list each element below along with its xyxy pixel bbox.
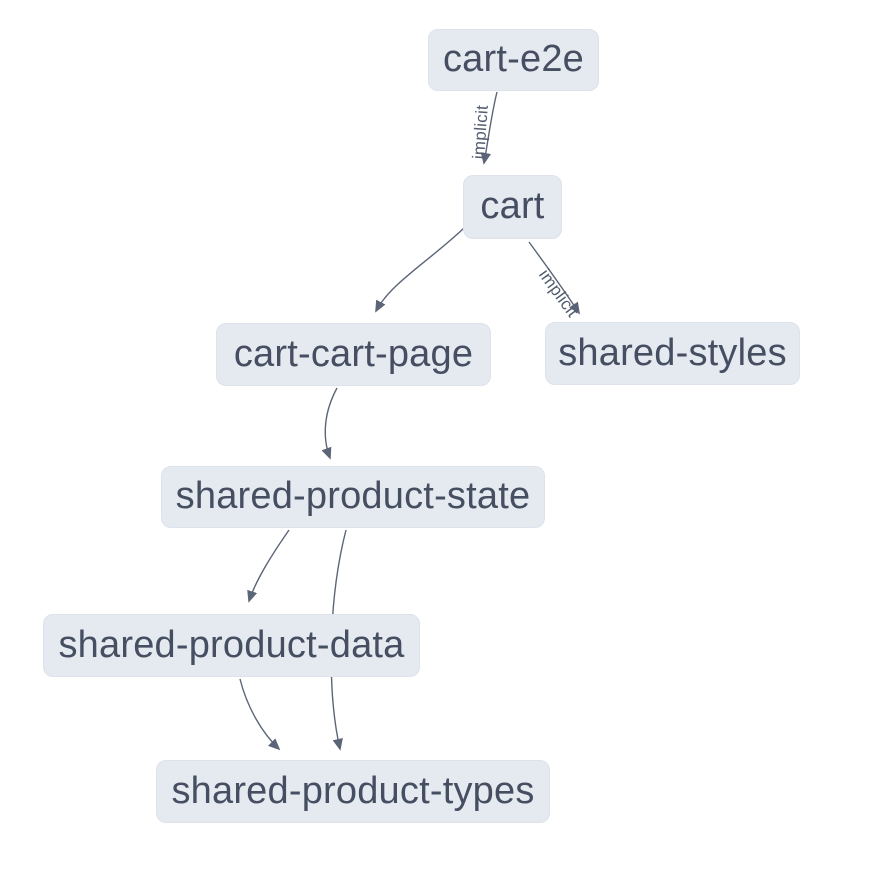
node-shared-product-data[interactable]: shared-product-data [43, 614, 420, 677]
edge-cart-to-shared-styles[interactable] [528, 241, 580, 315]
node-cart-cart-page[interactable]: cart-cart-page [216, 323, 491, 386]
edge-shared-product-data-to-shared-product-types[interactable] [239, 678, 281, 751]
node-label-cart-cart-page: cart-cart-page [233, 332, 474, 375]
edge-cart-cart-page-to-shared-product-state[interactable] [321, 387, 338, 460]
edge-cart-e2e-to-cart[interactable] [480, 91, 498, 165]
edge-label-cart-to-shared-styles: implicit [535, 266, 582, 321]
node-shared-product-types[interactable]: shared-product-types [156, 760, 550, 823]
edge-shared-product-state-to-shared-product-data[interactable] [247, 529, 290, 603]
node-label-cart: cart [480, 185, 545, 227]
node-label-shared-product-data: shared-product-data [58, 623, 405, 666]
node-cart[interactable]: cart [463, 175, 562, 239]
edge-cart-to-cart-cart-page[interactable] [375, 227, 465, 313]
node-cart-e2e[interactable]: cart-e2e [428, 29, 599, 91]
node-label-shared-styles: shared-styles [558, 331, 787, 374]
node-shared-product-state[interactable]: shared-product-state [161, 466, 545, 528]
edge-label-cart-e2e-to-cart: implicit [469, 104, 492, 160]
node-label-shared-product-types: shared-product-types [171, 769, 535, 812]
node-shared-styles[interactable]: shared-styles [545, 322, 800, 385]
node-label-shared-product-state: shared-product-state [175, 475, 531, 517]
node-label-cart-e2e: cart-e2e [442, 38, 584, 80]
